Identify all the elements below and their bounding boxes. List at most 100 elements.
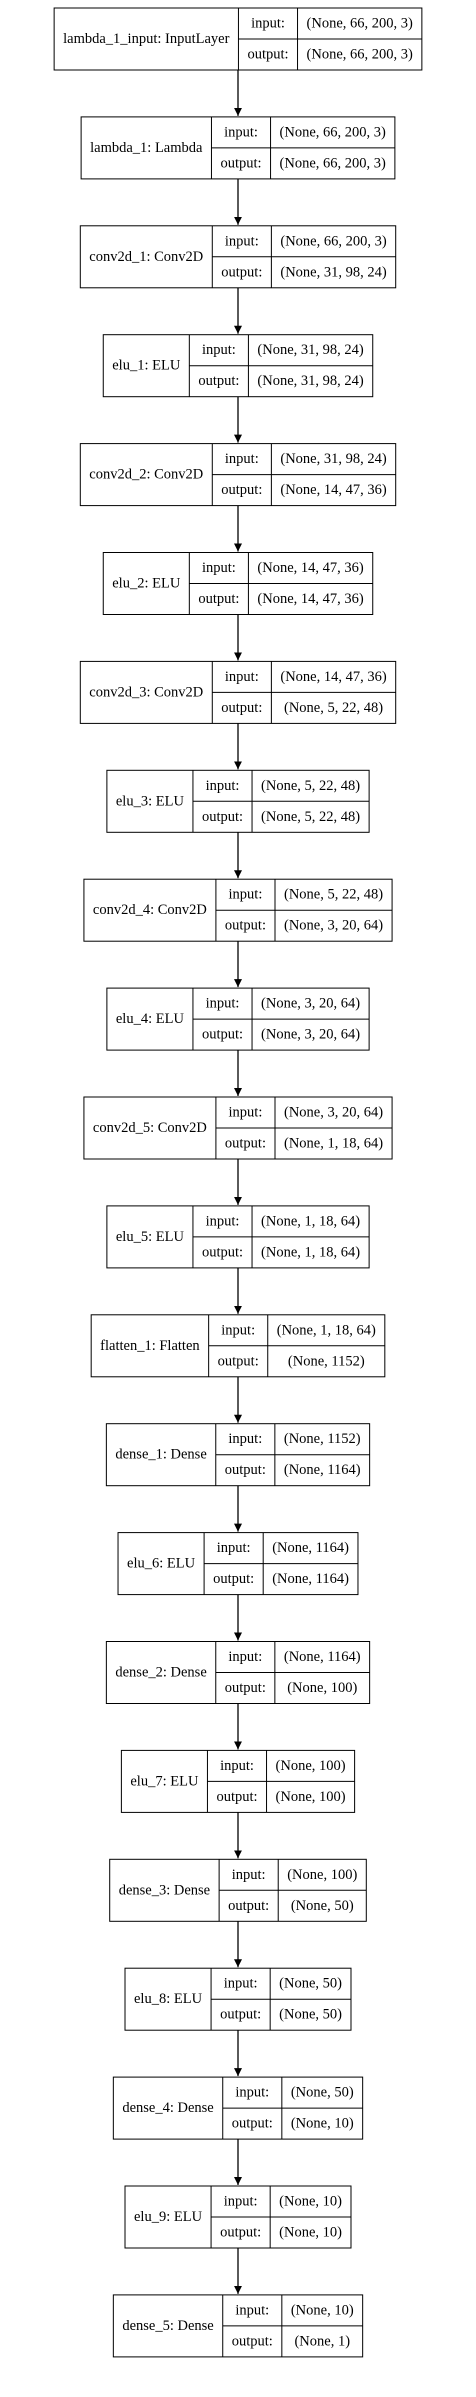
output-shape: (None, 1, 18, 64) (284, 1136, 383, 1152)
layer-name: lambda_1: Lambda (90, 140, 203, 156)
layer-name: dense_2: Dense (115, 1665, 206, 1681)
input-shape: (None, 1, 18, 64) (261, 1213, 360, 1229)
input-shape: (None, 50) (291, 2085, 354, 2101)
layer-name: lambda_1_input: InputLayer (63, 31, 229, 47)
input-shape: (None, 100) (287, 1867, 357, 1883)
output-label: output: (198, 373, 239, 389)
input-shape: (None, 10) (279, 2194, 342, 2210)
output-label: output: (198, 591, 239, 607)
layer-node-dense-3: dense_3: Dense input: output: (None, 100) (N… (109, 1858, 367, 1922)
layer-name: elu_6: ELU (127, 1556, 196, 1572)
layer-node-dense-4: dense_4: Dense input: output: (None, 50) (No… (112, 2076, 364, 2140)
layer-name: dense_1: Dense (115, 1447, 206, 1463)
output-label: output: (218, 1353, 259, 1369)
layer-name: dense_4: Dense (122, 2100, 213, 2116)
input-label: input: (202, 342, 236, 358)
layer-node-elu-2: elu_2: ELU input: output: (None, 14, 47, 36… (102, 552, 374, 615)
layer-name: elu_3: ELU (116, 793, 185, 809)
layer-node-conv2d-3: conv2d_3: Conv2D input: output: (None, 14, … (79, 660, 397, 724)
input-label: input: (225, 233, 259, 249)
output-shape: (None, 50) (279, 2007, 342, 2023)
input-label: input: (228, 1431, 262, 1447)
input-label: input: (235, 2085, 269, 2101)
input-shape: (None, 31, 98, 24) (280, 451, 386, 467)
output-label: output: (220, 2007, 261, 2023)
output-shape: (None, 1) (294, 2333, 350, 2349)
output-label: output: (228, 1898, 269, 1914)
layer-name: flatten_1: Flatten (100, 1338, 200, 1354)
layer-name: elu_9: ELU (134, 2209, 203, 2225)
layer-name: dense_3: Dense (119, 1882, 210, 1898)
input-shape: (None, 66, 200, 3) (280, 124, 386, 140)
output-label: output: (202, 809, 243, 825)
output-label: output: (202, 1244, 243, 1260)
output-shape: (None, 1164) (284, 1462, 361, 1478)
layer-node-dense-1: dense_1: Dense input: output: (None, 1152) (… (105, 1423, 371, 1487)
output-shape: (None, 5, 22, 48) (284, 700, 383, 716)
layer-name: conv2d_3: Conv2D (89, 684, 203, 700)
input-shape: (None, 14, 47, 36) (280, 669, 386, 685)
input-shape: (None, 66, 200, 3) (307, 16, 413, 32)
output-label: output: (221, 700, 262, 716)
layer-node-elu-1: elu_1: ELU input: output: (None, 31, 98, 24… (102, 334, 374, 398)
input-label: input: (202, 560, 236, 576)
input-label: input: (235, 2302, 269, 2318)
input-shape: (None, 1152) (284, 1431, 361, 1447)
layer-name: conv2d_1: Conv2D (89, 249, 203, 265)
input-shape: (None, 5, 22, 48) (284, 887, 383, 903)
output-shape: (None, 50) (291, 1898, 354, 1914)
output-label: output: (225, 1136, 266, 1152)
input-label: input: (232, 1867, 266, 1883)
output-label: output: (202, 1027, 243, 1043)
input-label: input: (251, 16, 285, 32)
output-shape: (None, 10) (291, 2116, 354, 2132)
output-label: output: (232, 2333, 273, 2349)
input-label: input: (217, 1540, 251, 1556)
layer-node-conv2d-1: conv2d_1: Conv2D input: output: (None, 66, … (79, 225, 397, 289)
output-label: output: (225, 1462, 266, 1478)
input-label: input: (206, 996, 240, 1012)
output-label: output: (221, 264, 262, 280)
output-label: output: (221, 482, 262, 498)
layer-name: elu_1: ELU (112, 358, 181, 374)
output-shape: (None, 100) (287, 1680, 357, 1696)
input-label: input: (228, 1649, 262, 1665)
input-shape: (None, 10) (291, 2302, 354, 2318)
layer-name: elu_7: ELU (130, 1773, 199, 1789)
layer-name: elu_2: ELU (112, 576, 181, 592)
output-label: output: (225, 1680, 266, 1696)
output-label: output: (225, 918, 266, 934)
input-label: input: (220, 1758, 254, 1774)
input-shape: (None, 100) (276, 1758, 346, 1774)
input-shape: (None, 50) (279, 1976, 342, 1992)
output-shape: (None, 66, 200, 3) (307, 47, 413, 63)
input-label: input: (224, 124, 258, 140)
output-label: output: (232, 2116, 273, 2132)
output-shape: (None, 31, 98, 24) (257, 373, 363, 389)
input-label: input: (224, 2194, 258, 2210)
output-label: output: (247, 47, 288, 63)
output-shape: (None, 1152) (288, 1353, 365, 1369)
input-shape: (None, 14, 47, 36) (257, 560, 363, 576)
output-shape: (None, 10) (279, 2225, 342, 2241)
layer-name: conv2d_5: Conv2D (93, 1120, 207, 1136)
output-shape: (None, 14, 47, 36) (257, 591, 363, 607)
input-label: input: (221, 1322, 255, 1338)
input-label: input: (225, 669, 259, 685)
input-shape: (None, 5, 22, 48) (261, 778, 360, 794)
input-shape: (None, 3, 20, 64) (284, 1105, 383, 1121)
layer-name: conv2d_4: Conv2D (93, 902, 207, 918)
input-shape: (None, 66, 200, 3) (280, 233, 386, 249)
